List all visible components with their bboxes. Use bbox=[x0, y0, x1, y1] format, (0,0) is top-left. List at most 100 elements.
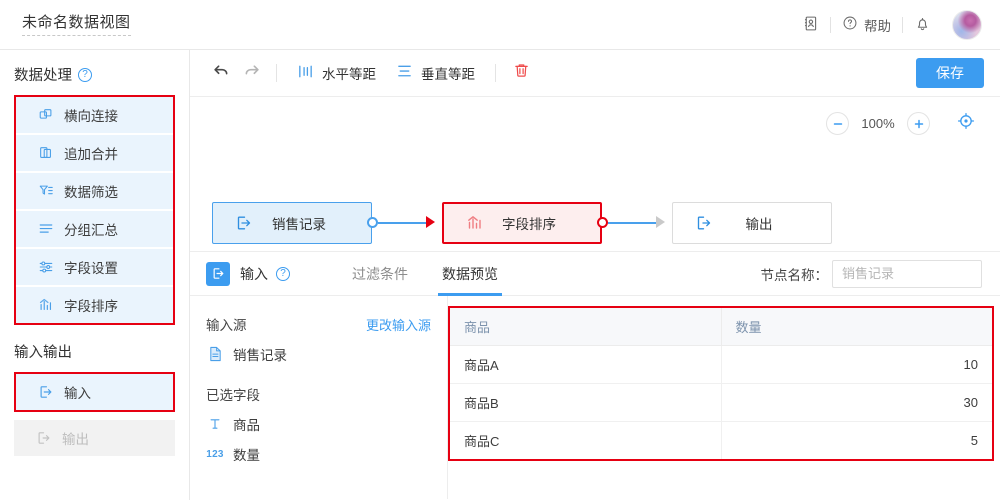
details-panel-body: 输入源 更改输入源 销售记录 bbox=[190, 296, 1000, 499]
number-type-icon: 123 bbox=[206, 448, 224, 460]
redo-icon bbox=[242, 61, 261, 85]
distribute-horizontal-label: 水平等距 bbox=[322, 67, 376, 82]
input-source-name: 销售记录 bbox=[233, 348, 287, 363]
sidebar-item-label: 追加合并 bbox=[64, 147, 118, 162]
node-output-port[interactable] bbox=[367, 217, 378, 228]
table-column-header[interactable]: 商品 bbox=[450, 308, 722, 346]
sidebar-item-horizontal-join[interactable]: 横向连接 bbox=[16, 97, 173, 133]
flow-node-label: 销售记录 bbox=[272, 217, 326, 232]
distribute-horizontal-icon bbox=[297, 63, 314, 83]
bell-icon bbox=[914, 15, 931, 35]
flow-connector bbox=[608, 222, 656, 224]
sidebar-item-group-summary[interactable]: 分组汇总 bbox=[16, 211, 173, 247]
zoom-in-button[interactable] bbox=[907, 112, 930, 135]
distribute-horizontal-button[interactable]: 水平等距 bbox=[287, 58, 386, 88]
table-cell-product: 商品B bbox=[450, 383, 722, 422]
table-row[interactable]: 商品C 5 bbox=[450, 421, 992, 459]
sidebar-group-input: 输入 bbox=[14, 372, 175, 412]
input-icon bbox=[38, 384, 54, 400]
selected-fields-label: 已选字段 bbox=[206, 388, 260, 403]
selected-field-item[interactable]: 商品 bbox=[206, 414, 431, 434]
group-summary-icon bbox=[38, 221, 54, 237]
document-title[interactable]: 未命名数据视图 bbox=[22, 14, 131, 36]
input-source-row: 输入源 更改输入源 bbox=[206, 314, 431, 334]
address-book-icon bbox=[802, 15, 819, 35]
sidebar-item-label: 字段设置 bbox=[64, 261, 118, 276]
undo-icon bbox=[212, 61, 231, 85]
sidebar-group-data-processing: 横向连接 追加合并 数据筛选 bbox=[14, 95, 175, 325]
change-input-source-link[interactable]: 更改输入源 bbox=[365, 317, 431, 333]
delete-button[interactable] bbox=[506, 58, 536, 88]
sidebar-item-label: 字段排序 bbox=[64, 299, 118, 314]
details-panel: 输入 ? 过滤条件 数据预览 节点名称： 输入源 更改输入源 bbox=[190, 252, 1000, 499]
table-column-header[interactable]: 数量 bbox=[721, 308, 992, 346]
help-label: 帮助 bbox=[864, 18, 891, 34]
question-circle-icon[interactable]: ? bbox=[78, 67, 92, 82]
table-row[interactable]: 商品B 30 bbox=[450, 383, 992, 422]
undo-button[interactable] bbox=[206, 58, 236, 88]
notifications-button[interactable] bbox=[903, 11, 942, 39]
input-icon bbox=[206, 261, 230, 286]
avatar[interactable] bbox=[952, 9, 982, 40]
input-source-item[interactable]: 销售记录 bbox=[206, 344, 431, 364]
distribute-vertical-button[interactable]: 垂直等距 bbox=[386, 58, 485, 88]
sidebar-item-data-filter[interactable]: 数据筛选 bbox=[16, 173, 173, 209]
sidebar-item-field-settings[interactable]: 字段设置 bbox=[16, 249, 173, 285]
question-circle-icon bbox=[842, 15, 858, 34]
horizontal-join-icon bbox=[38, 107, 54, 123]
node-name-label: 节点名称： bbox=[760, 267, 829, 283]
selected-fields-row: 已选字段 bbox=[206, 384, 431, 404]
sidebar-section-label: 数据处理 bbox=[14, 68, 72, 84]
question-circle-icon[interactable]: ? bbox=[276, 266, 290, 281]
selected-field-item[interactable]: 123 数量 bbox=[206, 444, 431, 464]
flow-node-label: 字段排序 bbox=[502, 217, 556, 232]
document-icon bbox=[206, 346, 224, 362]
table-cell-quantity: 10 bbox=[721, 345, 992, 384]
append-merge-icon bbox=[38, 145, 54, 161]
sidebar-section-io: 输入输出 bbox=[14, 345, 72, 361]
input-source-label: 输入源 bbox=[206, 318, 247, 333]
table-cell-quantity: 5 bbox=[970, 433, 978, 448]
top-bar: 未命名数据视图 bbox=[0, 0, 1000, 50]
sidebar-item-label: 输入 bbox=[64, 386, 91, 401]
sidebar-group-output: 输出 bbox=[14, 420, 175, 456]
table-row[interactable]: 商品A 10 bbox=[450, 345, 992, 384]
flow-node-output[interactable]: 输出 bbox=[672, 202, 832, 244]
divider bbox=[902, 16, 903, 33]
flow-canvas[interactable]: 100% bbox=[190, 97, 1000, 252]
top-bar-actions: 帮助 bbox=[791, 0, 982, 49]
connector-arrow-icon bbox=[656, 216, 665, 228]
sidebar-item-field-sort[interactable]: 字段排序 bbox=[16, 287, 173, 323]
table-cell-quantity: 30 bbox=[721, 383, 992, 422]
redo-button[interactable] bbox=[236, 58, 266, 88]
sidebar-item-label: 数据筛选 bbox=[64, 185, 118, 200]
sidebar-item-append-merge[interactable]: 追加合并 bbox=[16, 135, 173, 171]
fit-to-screen-button[interactable] bbox=[956, 111, 976, 136]
divider bbox=[276, 64, 277, 82]
node-name-input[interactable] bbox=[832, 259, 982, 288]
sidebar-item-input[interactable]: 输入 bbox=[16, 374, 173, 410]
tab-data-preview[interactable]: 数据预览 bbox=[438, 252, 502, 296]
node-output-port[interactable] bbox=[597, 217, 608, 228]
flow-node-sales-record[interactable]: 销售记录 bbox=[212, 202, 372, 244]
distribute-vertical-icon bbox=[396, 63, 413, 83]
sidebar-section-data-processing: 数据处理 ? bbox=[0, 50, 189, 95]
distribute-vertical-label: 垂直等距 bbox=[421, 67, 475, 82]
output-icon bbox=[36, 430, 52, 446]
zoom-level: 100% bbox=[861, 116, 895, 131]
divider bbox=[830, 16, 831, 33]
save-button[interactable]: 保存 bbox=[916, 58, 984, 88]
help-button[interactable]: 帮助 bbox=[831, 11, 902, 39]
table-header-row: 商品 数量 bbox=[450, 308, 992, 346]
tab-filter-conditions[interactable]: 过滤条件 bbox=[352, 265, 408, 282]
zoom-out-button[interactable] bbox=[826, 112, 849, 135]
flow-node-label: 输出 bbox=[745, 217, 773, 232]
node-name-field-group: 节点名称： bbox=[760, 259, 982, 288]
contacts-button[interactable] bbox=[791, 11, 830, 39]
spacer bbox=[206, 364, 431, 384]
sidebar-item-label: 横向连接 bbox=[64, 109, 118, 124]
flow-node-field-sort[interactable]: 字段排序 bbox=[442, 202, 602, 244]
table-cell-product: 商品C bbox=[450, 421, 722, 459]
panel-node-type-label: 输入 bbox=[240, 265, 268, 282]
